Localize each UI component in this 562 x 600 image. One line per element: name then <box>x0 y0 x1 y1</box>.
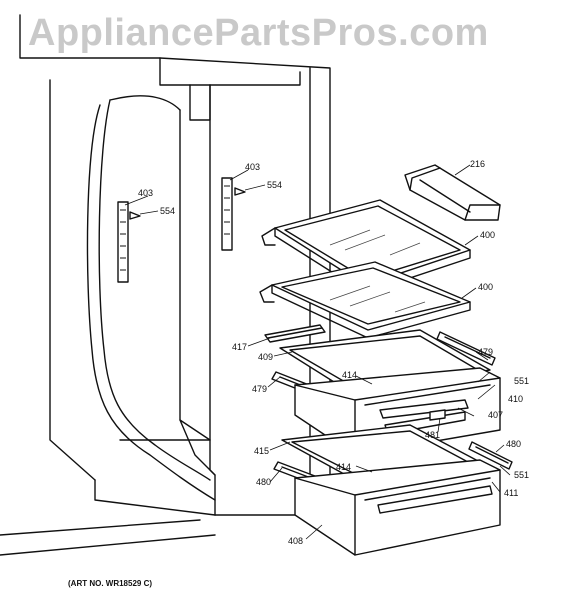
callout-554-right: 554 <box>267 180 282 190</box>
rail-479-right <box>436 331 496 366</box>
callout-400-upper: 400 <box>480 230 495 240</box>
callout-403-left: 403 <box>138 188 153 198</box>
callout-417: 417 <box>232 342 247 352</box>
callout-480-right: 480 <box>506 439 521 449</box>
callout-400-lower: 400 <box>478 282 493 292</box>
rail-480-right <box>468 441 513 470</box>
shelf-ladder-left <box>117 201 141 283</box>
callout-409: 409 <box>258 352 273 362</box>
callout-551-lower: 551 <box>514 470 529 480</box>
art-number: (ART NO. WR18529 C) <box>68 579 153 588</box>
callout-216: 216 <box>470 159 485 169</box>
callout-403-right: 403 <box>245 162 260 172</box>
callout-479-left: 479 <box>252 384 267 394</box>
callout-479-right: 479 <box>478 347 493 357</box>
callout-481: 481 <box>425 430 440 440</box>
callout-410: 410 <box>508 394 523 404</box>
callout-407: 407 <box>488 410 503 420</box>
callout-554-left: 554 <box>160 206 175 216</box>
callout-551-upper: 551 <box>514 376 529 386</box>
leader-lines <box>124 164 511 540</box>
callout-408: 408 <box>288 536 303 546</box>
refrigerator-cabinet <box>0 14 331 556</box>
callout-415: 415 <box>254 446 269 456</box>
shelf-ladder-right <box>221 177 246 251</box>
slide-rail-417 <box>264 324 326 343</box>
callout-414-upper: 414 <box>342 370 357 380</box>
bin-216 <box>404 164 501 221</box>
watermark: AppliancePartsPros.com <box>28 12 489 54</box>
crisper-drawer-lower <box>294 459 501 556</box>
callout-414-lower: 414 <box>336 462 351 472</box>
glass-shelf-lower <box>259 261 471 339</box>
callouts: 216 400 400 403 554 403 554 417 409 479 … <box>138 159 529 546</box>
callout-411: 411 <box>504 488 518 498</box>
callout-480-left: 480 <box>256 477 271 487</box>
